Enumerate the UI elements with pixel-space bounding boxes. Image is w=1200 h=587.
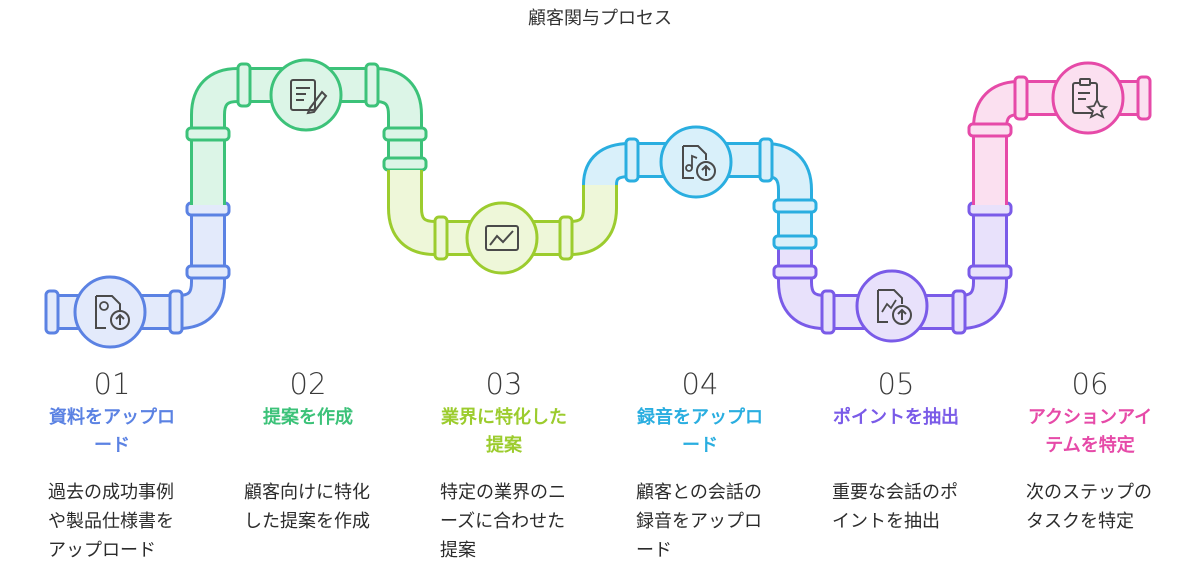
step-description: 重要な会話のポイントを抽出 [806, 478, 986, 536]
step-description-line: 顧客との会話の [636, 482, 762, 503]
step-description-line: 過去の成功事例 [48, 482, 174, 503]
step-heading: 録音をアップロード [610, 404, 790, 462]
step-description: 過去の成功事例や製品仕様書をアップロード [22, 478, 202, 565]
step-description: 顧客向けに特化した提案を作成 [218, 478, 398, 536]
diagram-title: 顧客関与プロセス [528, 8, 672, 29]
step-heading-line: 提案 [486, 435, 522, 456]
step-number: 01 [93, 367, 131, 401]
step-heading-line: ード [94, 435, 130, 456]
pipe-segment-04 [582, 137, 818, 250]
step-heading: 資料をアップロード [22, 404, 202, 462]
pipe-segment-06 [967, 75, 1152, 205]
step-02: 02 提案を作成顧客向けに特化した提案を作成 [218, 366, 398, 536]
clipboard-star-icon [1051, 61, 1125, 135]
step-number: 02 [289, 367, 327, 401]
step-number: 05 [877, 367, 915, 401]
step-description: 次のステップのタスクを特定 [1000, 478, 1180, 536]
step-heading-line: 業界に特化した [441, 407, 567, 428]
step-description-line: ーズに合わせた [440, 511, 566, 532]
step-heading-line: ポイントを抽出 [833, 407, 959, 428]
step-description-line: アップロード [48, 540, 156, 561]
step-description-line: や製品仕様書を [48, 511, 174, 532]
step-number: 03 [485, 367, 523, 401]
chart-line-icon [465, 201, 539, 275]
step-heading-line: 録音をアップロ [637, 407, 763, 428]
step-description-line: 次のステップの [1026, 482, 1152, 503]
step-description-line: イントを抽出 [832, 511, 940, 532]
step-description-line: ード [636, 540, 672, 561]
step-heading: 業界に特化した提案 [414, 404, 594, 462]
step-heading: ポイントを抽出 [806, 404, 986, 462]
step-description: 特定の業界のニーズに合わせた提案 [414, 478, 594, 565]
step-heading-line: 提案を作成 [263, 407, 353, 428]
step-heading: アクションアイテムを特定 [1000, 404, 1180, 462]
step-heading-line: アクションアイ [1027, 407, 1153, 428]
step-description-line: 顧客向けに特化 [244, 482, 370, 503]
step-number: 04 [681, 367, 719, 401]
document-clock-upload-icon [73, 275, 147, 349]
step-description-line: した提案を作成 [244, 511, 370, 532]
step-heading-line: ード [682, 435, 718, 456]
pipeline-diagram [44, 58, 1152, 349]
document-edit-icon [269, 58, 343, 132]
step-number: 06 [1071, 367, 1109, 401]
chart-file-upload-icon [855, 269, 929, 343]
step-description-line: 特定の業界のニ [440, 482, 566, 503]
step-description-line: タスクを特定 [1026, 511, 1134, 532]
step-heading-line: 資料をアップロ [49, 407, 175, 428]
step-description-line: 提案 [440, 540, 476, 561]
step-description-line: 録音をアップロ [636, 511, 762, 532]
pipe-segment-01 [44, 201, 231, 335]
step-heading-line: テムを特定 [1045, 435, 1135, 456]
step-description: 顧客との会話の録音をアップロード [610, 478, 790, 565]
step-heading: 提案を作成 [218, 404, 398, 462]
step-description-line: 重要な会話のポ [832, 482, 958, 503]
audio-file-upload-icon [659, 125, 733, 199]
